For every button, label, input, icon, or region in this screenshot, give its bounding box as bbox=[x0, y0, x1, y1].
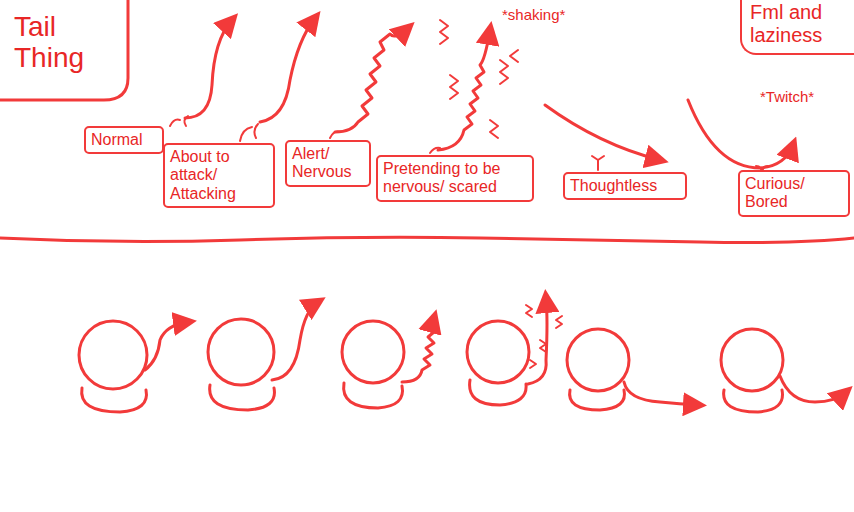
leader-hook bbox=[430, 148, 440, 153]
figure-alert bbox=[342, 318, 434, 408]
figure-attack bbox=[208, 302, 318, 410]
leader-hook bbox=[330, 132, 340, 138]
state-box: Thoughtless bbox=[563, 172, 687, 200]
state-box: Pretending to be nervous/ scared bbox=[376, 155, 534, 202]
tail-attack bbox=[260, 18, 315, 122]
figure-pretend bbox=[467, 298, 562, 405]
box-text: Normal bbox=[91, 131, 157, 149]
figure-curious bbox=[721, 329, 846, 412]
separator-line bbox=[0, 237, 854, 242]
state-box: Curious/ Bored bbox=[738, 170, 850, 217]
state-box: Normal bbox=[84, 126, 164, 154]
box-text: Pretending to be nervous/ scared bbox=[383, 160, 527, 197]
tail-pretend bbox=[438, 30, 490, 150]
box-text: About to attack/ Attacking bbox=[170, 148, 268, 203]
annotation-note: *shaking* bbox=[500, 6, 567, 23]
box-text: Thoughtless bbox=[570, 177, 680, 195]
box-text: Curious/ Bored bbox=[745, 175, 843, 212]
state-box: Alert/ Nervous bbox=[285, 140, 371, 187]
title-bracket bbox=[0, 0, 128, 100]
corner-note-box: Fml and laziness bbox=[740, 0, 854, 55]
leader-hook bbox=[592, 156, 604, 170]
tail-curious bbox=[688, 100, 793, 168]
state-box: About to attack/ Attacking bbox=[163, 143, 275, 208]
tail-normal bbox=[185, 20, 232, 118]
tail-alert bbox=[335, 28, 408, 132]
figure-normal bbox=[79, 321, 188, 412]
tail-thoughtless bbox=[545, 105, 660, 160]
leader-hook bbox=[170, 116, 188, 126]
diagram-title: Tail Thing bbox=[14, 12, 122, 74]
box-text: Alert/ Nervous bbox=[292, 145, 364, 182]
figure-thoughtless bbox=[567, 329, 698, 410]
annotation-note: *Twitch* bbox=[758, 88, 816, 105]
box-text: Fml and laziness bbox=[750, 1, 850, 47]
shake-marks bbox=[440, 20, 518, 138]
leader-hook bbox=[240, 124, 258, 141]
